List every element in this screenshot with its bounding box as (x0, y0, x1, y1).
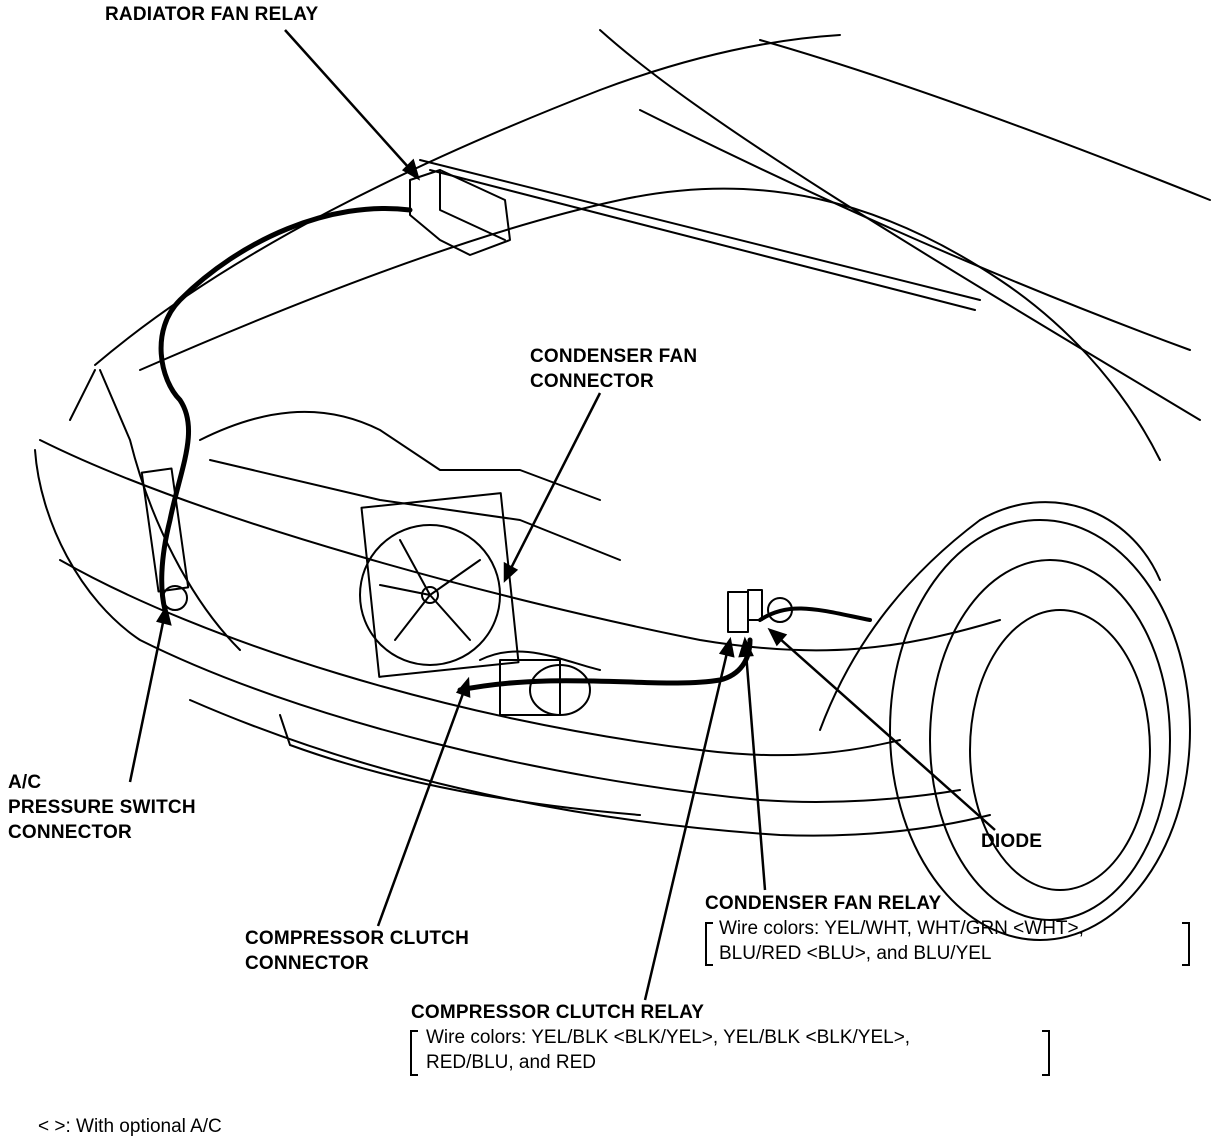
bumper-top (39, 439, 1001, 652)
condenser-fan-relay-body (727, 591, 749, 633)
bumper-face (34, 449, 961, 803)
radiator-fan-relay-label: RADIATOR FAN RELAY (105, 4, 319, 25)
hood-front-lip (139, 187, 1161, 461)
condenser-fan-relay-wire-line2: BLU/RED <BLU>, and BLU/YEL (719, 943, 992, 964)
compressor-clutch-relay-wire-line2: RED/BLU, and RED (426, 1052, 597, 1073)
pressure-switch-body (140, 467, 190, 593)
condenser-fan-shroud (360, 492, 520, 678)
hood-outline (94, 34, 841, 366)
ac-pressure-switch-connector-label-line2: PRESSURE SWITCH (8, 797, 196, 818)
condenser-fan-relay-bracket-left (705, 922, 713, 966)
condenser-fan-relay-title: CONDENSER FAN RELAY (705, 893, 942, 914)
cowl-bar (419, 159, 981, 301)
compressor-clutch-connector-label-line2: CONNECTOR (245, 953, 369, 974)
compressor-clutch-relay-title: COMPRESSOR CLUTCH RELAY (411, 1002, 705, 1023)
windshield-edge (759, 39, 1211, 201)
fender-arch (979, 501, 1161, 581)
front-wheel (889, 519, 1191, 941)
bumper-lower (59, 559, 901, 757)
diode-label: DIODE (981, 831, 1043, 852)
ac-pressure-switch-connector-label-line1: A/C (8, 772, 42, 793)
condenser-fan-connector-label-line2: CONNECTOR (530, 371, 654, 392)
compressor-clutch-relay-wire-line1: Wire colors: YEL/BLK <BLK/YEL>, YEL/BLK … (426, 1027, 911, 1048)
compressor-clutch-connector-label-line1: COMPRESSOR CLUTCH (245, 928, 470, 949)
wire-harness-left (158, 205, 413, 613)
wire-harness-right (758, 606, 872, 622)
wire-harness-front (457, 637, 753, 693)
relay-box (409, 169, 511, 256)
hood-crease (639, 109, 1191, 351)
lower-grille (279, 714, 641, 816)
condenser-fan-connector-label-line1: CONDENSER FAN (530, 346, 698, 367)
headlight-left (99, 369, 241, 651)
condenser-fan (359, 524, 501, 666)
compressor-clutch-relay-bracket-right (1042, 1030, 1050, 1076)
fender-line (819, 519, 981, 731)
condenser-fan-relay-bracket-right (1182, 922, 1190, 966)
condenser-fan-relay-wire-line1: Wire colors: YEL/WHT, WHT/GRN <WHT>, (719, 918, 1084, 939)
radiator-support (199, 410, 601, 501)
compressor-clutch-relay-bracket-left (410, 1030, 418, 1076)
ac-pressure-switch-connector-label-line3: CONNECTOR (8, 822, 132, 843)
hood-rear-edge (599, 29, 1201, 421)
footnote: < >: With optional A/C (38, 1116, 222, 1137)
